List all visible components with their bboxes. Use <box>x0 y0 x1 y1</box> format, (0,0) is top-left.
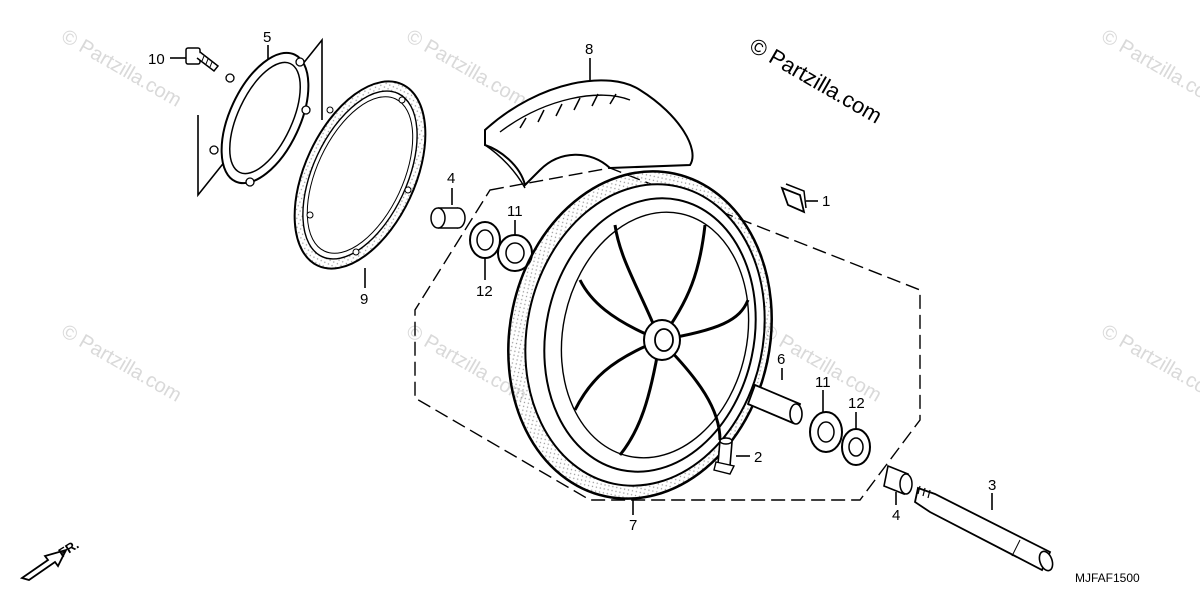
callout-9: 9 <box>360 291 368 308</box>
callout-6: 6 <box>777 351 785 368</box>
valve-part-2 <box>713 437 750 475</box>
wheel-part-7 <box>507 170 773 515</box>
callout-5: 5 <box>263 29 271 46</box>
axle-part-3 <box>913 485 1054 572</box>
watermark-4: © Partzilla.com <box>58 320 186 406</box>
callout-10: 10 <box>148 51 165 68</box>
collar-part-6 <box>746 368 803 425</box>
oil-seal-part-12-lower <box>841 412 871 466</box>
callout-11-lower: 11 <box>815 374 831 391</box>
watermark-3: © Partzilla.com <box>1098 25 1200 111</box>
bearing-part-11-upper <box>497 220 533 272</box>
watermark-1: © Partzilla.com <box>58 25 186 111</box>
watermark-7: © Partzilla.com <box>1098 320 1200 406</box>
callout-12-upper: 12 <box>476 283 493 300</box>
callout-labels: 1 2 3 4 4 5 6 7 8 9 10 11 11 12 12 <box>148 29 996 534</box>
callout-8: 8 <box>585 41 593 58</box>
callout-1: 1 <box>822 193 830 210</box>
front-direction-indicator: FR. <box>19 537 81 581</box>
brake-disc-part-9 <box>293 80 427 288</box>
spacer-part-4-upper <box>430 188 466 229</box>
callout-2: 2 <box>754 449 762 466</box>
direction-arrow-icon <box>19 548 68 581</box>
bearing-part-11-lower <box>809 390 843 453</box>
watermark-2: © Partzilla.com <box>403 25 531 111</box>
brand-text: © Partzilla.com <box>746 33 887 129</box>
bolt-part-10 <box>170 47 220 73</box>
callout-4-lower: 4 <box>892 507 900 524</box>
clip-part-1 <box>780 183 818 214</box>
callout-7: 7 <box>629 517 637 534</box>
callout-4-upper: 4 <box>447 170 455 187</box>
tire-part-8 <box>484 58 694 189</box>
diagram-code: MJFAF1500 <box>1075 571 1140 585</box>
callout-11-upper: 11 <box>507 203 523 220</box>
callout-12-lower: 12 <box>848 395 865 412</box>
spacer-part-4-lower <box>883 464 913 505</box>
callout-3: 3 <box>988 477 996 494</box>
disc-ring-part-5 <box>209 45 311 187</box>
oil-seal-part-12-upper <box>469 221 501 280</box>
